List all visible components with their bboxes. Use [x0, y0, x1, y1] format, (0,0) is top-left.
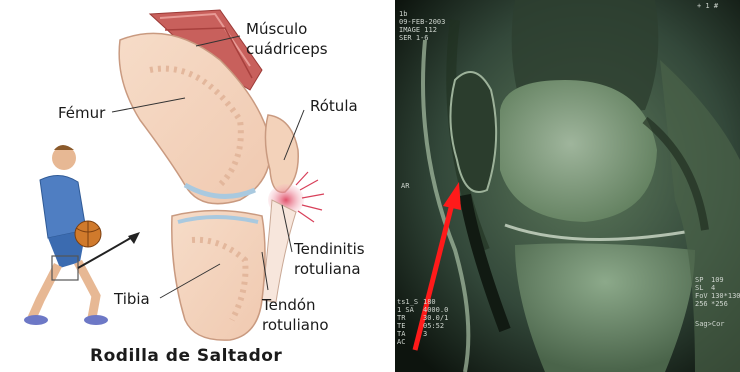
jumpers-knee-illustration: Músculo cuádriceps Fémur Rótula Tendinit… — [0, 0, 390, 372]
label-rotuliano: rotuliano — [262, 316, 329, 334]
mri-tibia — [515, 243, 695, 372]
label-rotuliana: rotuliana — [294, 260, 361, 278]
label-musculo: Músculo — [246, 20, 307, 38]
tibia-bone — [172, 211, 265, 341]
patella-bone — [265, 115, 298, 192]
label-rotula: Rótula — [310, 97, 358, 115]
label-femur: Fémur — [58, 104, 105, 122]
mri-side-marker: AR — [401, 182, 409, 190]
illustration-caption: Rodilla de Saltador — [90, 346, 282, 366]
mri-corner-info: + 1 # — [697, 2, 718, 10]
label-tendon: Tendón — [262, 296, 316, 314]
label-cuadriceps: cuádriceps — [246, 40, 328, 58]
label-tibia: Tibia — [114, 290, 150, 308]
mri-orientation-tag: Sag>Cor — [695, 320, 725, 328]
knee-anatomy-drawing — [0, 0, 390, 372]
label-tendinitis: Tendinitis — [294, 240, 365, 258]
